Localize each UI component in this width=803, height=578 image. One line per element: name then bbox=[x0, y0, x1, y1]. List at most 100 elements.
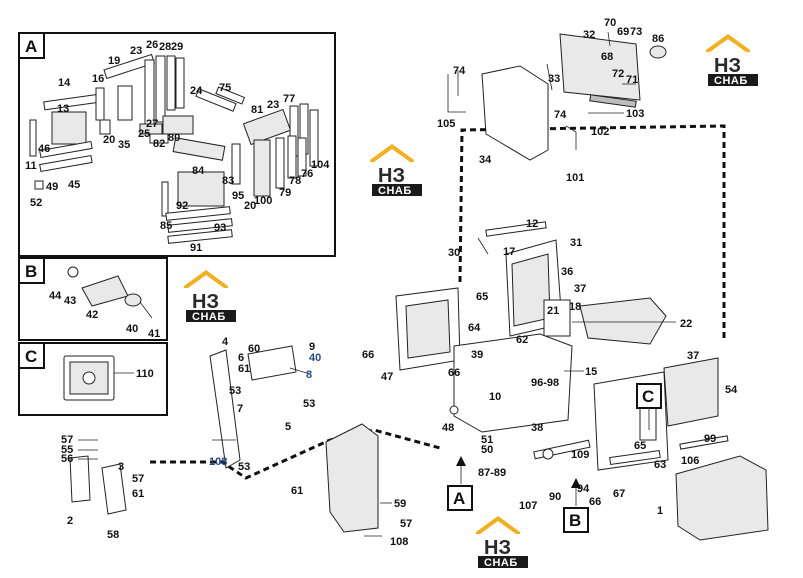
part-29 bbox=[175, 57, 185, 109]
part-22 bbox=[579, 297, 667, 345]
part-34 bbox=[481, 65, 549, 161]
callout-75: 75 bbox=[219, 82, 231, 94]
group-hood bbox=[447, 31, 667, 161]
callout-100: 100 bbox=[254, 195, 272, 207]
callout-20: 20 bbox=[103, 134, 115, 146]
part-91 bbox=[167, 229, 233, 244]
callout-12: 12 bbox=[526, 218, 538, 230]
part-79 bbox=[275, 137, 285, 189]
callout-5: 5 bbox=[285, 421, 291, 433]
callout-28: 28 bbox=[159, 41, 171, 53]
inset-b-frame bbox=[18, 257, 168, 341]
callout-66b: 66 bbox=[448, 367, 460, 379]
callout-16: 16 bbox=[92, 73, 104, 85]
callout-74a: 74 bbox=[453, 65, 466, 77]
callout-32: 32 bbox=[583, 29, 595, 41]
callout-23: 23 bbox=[130, 45, 142, 57]
callout-72: 72 bbox=[612, 68, 624, 80]
callout-1: 1 bbox=[657, 505, 663, 517]
callout-14: 14 bbox=[58, 77, 71, 89]
callout-57a: 57 bbox=[61, 434, 73, 446]
callout-42: 42 bbox=[86, 309, 98, 321]
callout-96-98: 96-98 bbox=[531, 377, 559, 389]
callout-82: 82 bbox=[153, 138, 165, 150]
inset-c: C 110 bbox=[18, 342, 168, 416]
watermark-4-roof bbox=[476, 516, 520, 534]
inset-b-tag bbox=[18, 257, 45, 284]
part-11 bbox=[29, 119, 37, 157]
callout-36: 36 bbox=[561, 266, 573, 278]
watermark-4-band bbox=[478, 556, 528, 568]
part-102 bbox=[589, 94, 637, 108]
callout-26: 26 bbox=[146, 39, 158, 51]
callout-58: 58 bbox=[107, 529, 119, 541]
inset-a-frame bbox=[18, 32, 336, 257]
part-60 bbox=[247, 345, 297, 381]
callout-48: 48 bbox=[442, 422, 454, 434]
callout-8: 8 bbox=[306, 369, 312, 381]
callout-61a: 61 bbox=[238, 363, 250, 375]
callout-64: 64 bbox=[468, 322, 481, 334]
part-48 bbox=[449, 405, 459, 415]
part-42 bbox=[81, 275, 129, 307]
callout-92: 92 bbox=[176, 200, 188, 212]
callout-90: 90 bbox=[549, 491, 561, 503]
callout-46: 46 bbox=[38, 143, 50, 155]
callout-33: 33 bbox=[548, 73, 560, 85]
watermark-1-word: СНАБ bbox=[714, 75, 748, 87]
part-41 bbox=[139, 301, 153, 319]
part-104 bbox=[309, 109, 319, 167]
callout-56: 56 bbox=[61, 453, 73, 465]
callout-59: 59 bbox=[394, 498, 406, 510]
watermark-1-roof bbox=[706, 34, 750, 52]
callout-4: 4 bbox=[222, 336, 229, 348]
watermark-1-letters: НЗ bbox=[714, 55, 741, 77]
callout-78: 78 bbox=[289, 175, 301, 187]
callout-63: 63 bbox=[654, 459, 666, 471]
callout-55: 55 bbox=[61, 444, 73, 456]
callout-77: 77 bbox=[283, 93, 295, 105]
ref-c-text: C bbox=[642, 387, 654, 406]
part-c-door-lock bbox=[639, 403, 657, 441]
callout-61c: 61 bbox=[132, 488, 144, 500]
part-45 bbox=[39, 154, 93, 173]
part-107 bbox=[609, 449, 661, 466]
watermark-1-band bbox=[708, 74, 758, 86]
watermark-2-word: СНАБ bbox=[378, 185, 412, 197]
part-30 bbox=[477, 237, 489, 255]
callout-51: 51 bbox=[481, 434, 493, 446]
callout-57c: 57 bbox=[400, 518, 412, 530]
callout-108b: 108 bbox=[390, 536, 408, 548]
part-52 bbox=[34, 180, 44, 190]
callout-7: 7 bbox=[237, 403, 243, 415]
watermark-4-word: СНАБ bbox=[484, 557, 518, 569]
part-64-glass bbox=[405, 299, 451, 359]
part-80 bbox=[162, 115, 194, 135]
part-24 bbox=[195, 88, 237, 112]
part-95 bbox=[231, 143, 241, 185]
callout-52: 52 bbox=[30, 197, 42, 209]
part-106 bbox=[679, 435, 729, 450]
callout-85: 85 bbox=[160, 220, 172, 232]
part-8 bbox=[289, 367, 311, 375]
part-85 bbox=[161, 181, 169, 217]
ref-a-arrowhead bbox=[456, 456, 466, 466]
callout-27: 27 bbox=[146, 118, 158, 130]
callout-65a: 65 bbox=[476, 291, 488, 303]
callout-45: 45 bbox=[68, 179, 80, 191]
part-82 bbox=[149, 133, 169, 144]
callout-68: 68 bbox=[601, 51, 613, 63]
watermark-2: НЗ СНАБ bbox=[370, 144, 422, 197]
callout-109: 109 bbox=[571, 449, 589, 461]
part-16 bbox=[95, 87, 105, 121]
callout-25: 25 bbox=[138, 128, 150, 140]
callout-66c: 66 bbox=[589, 496, 601, 508]
part-31 bbox=[485, 221, 547, 237]
callout-86: 86 bbox=[652, 33, 664, 45]
callout-74b: 74 bbox=[554, 109, 567, 121]
callout-93: 93 bbox=[214, 222, 226, 234]
ref-a-box bbox=[447, 485, 473, 511]
callout-110: 110 bbox=[136, 368, 154, 380]
